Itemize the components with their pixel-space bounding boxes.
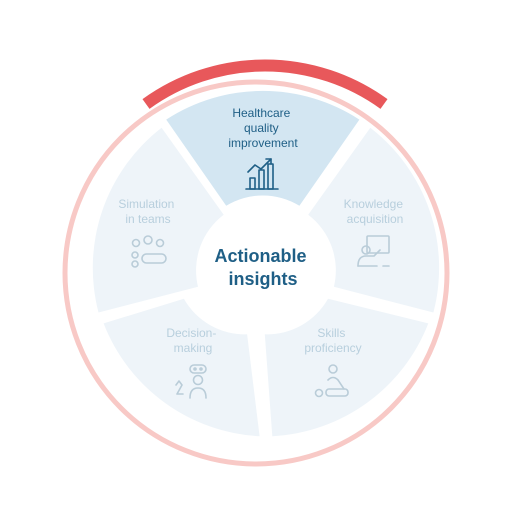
segment-knowledge-label: Knowledge acquisition xyxy=(344,197,407,226)
team-people-icon xyxy=(131,235,167,268)
segment-knowledge[interactable] xyxy=(308,127,440,313)
segment-decision[interactable] xyxy=(103,298,260,437)
accent-arc xyxy=(142,59,388,109)
segment-simulation[interactable] xyxy=(92,127,224,313)
outer-ring xyxy=(62,79,450,467)
presenter-board-icon xyxy=(357,235,390,267)
person-lying-icon xyxy=(314,364,349,398)
segment-knowledge-shape xyxy=(308,127,440,313)
segment-skills-label: Skills proficiency xyxy=(304,326,361,355)
decision-person-icon xyxy=(175,364,207,399)
segment-skills-shape xyxy=(264,298,429,437)
segment-decision-label: Decision- making xyxy=(166,326,219,355)
segment-decision-shape xyxy=(103,298,260,437)
segment-simulation-label: Simulation in teams xyxy=(118,197,177,226)
center-label: Actionable insights xyxy=(214,246,311,289)
segment-healthcare[interactable] xyxy=(166,90,360,206)
segment-healthcare-shape xyxy=(166,90,360,206)
center-hub xyxy=(201,203,325,327)
segment-healthcare-label: Healthcare quality improvement xyxy=(228,106,298,150)
bar-chart-trend-icon xyxy=(245,158,279,190)
segment-skills[interactable] xyxy=(264,298,429,437)
segment-simulation-shape xyxy=(92,127,224,313)
